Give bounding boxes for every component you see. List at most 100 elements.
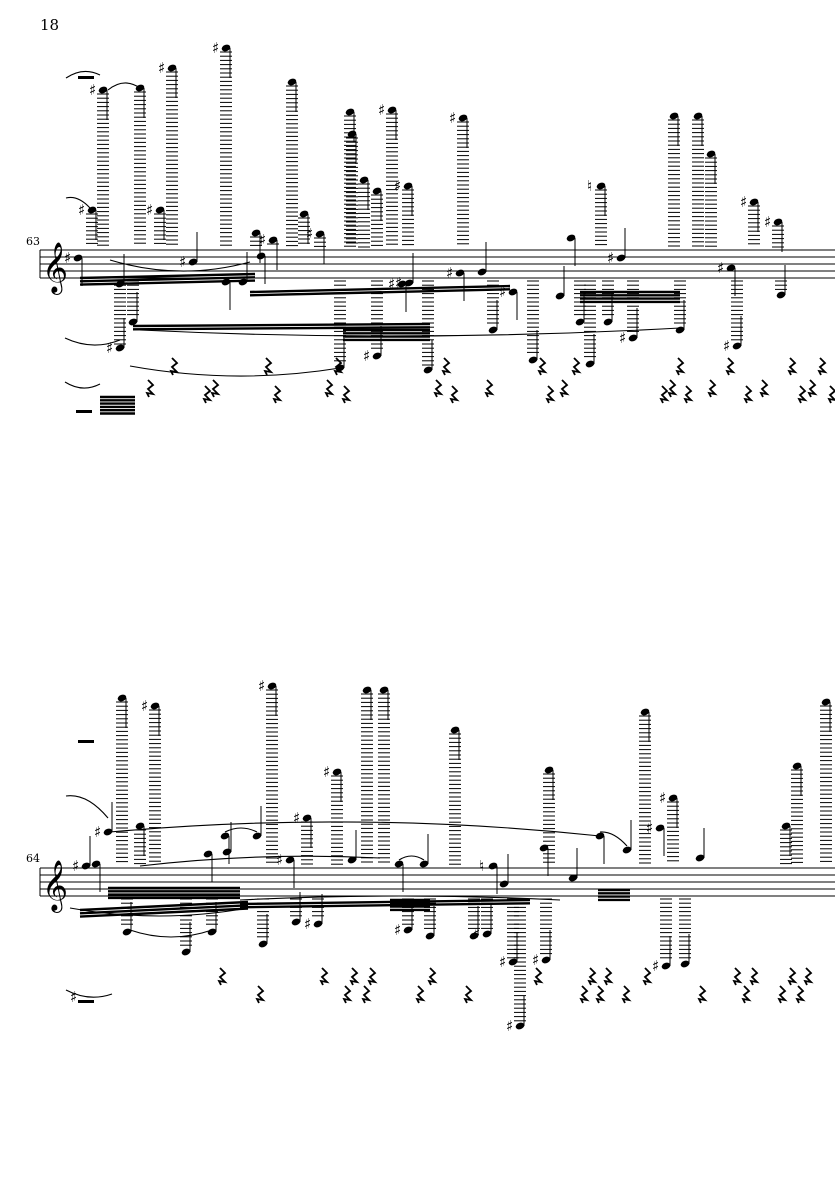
system-1-beam [249, 288, 511, 297]
system-2-beam [239, 902, 531, 909]
system-2-low-note-4-notehead [291, 918, 301, 926]
system-1-high-note-22-accidental: ♯ [259, 231, 266, 249]
system-1-slur [129, 365, 341, 377]
system-2-note-9-accidental: ♮ [479, 857, 484, 875]
system-1-high-note-21-accidental: ♯ [306, 225, 313, 243]
system-2-slur [139, 855, 381, 867]
system-2-note-14-notehead [622, 846, 632, 854]
system-2-slur [65, 989, 113, 998]
system-2-high-note-9-accidental: ♯ [659, 789, 666, 807]
system-1-rest [263, 357, 274, 376]
system-2-low-note-10-notehead [508, 958, 518, 966]
system-1-note-0-notehead [73, 254, 83, 262]
page-number: 18 [40, 16, 60, 34]
system-1-high-note-0-accidental: ♯ [89, 81, 96, 99]
system-1-rest [571, 357, 582, 376]
system-1-high-note-2-notehead [167, 64, 177, 72]
treble-clef: 𝄞 [42, 242, 68, 295]
system-1-rest [441, 357, 452, 376]
system-1-high-note-2-accidental: ♯ [158, 59, 165, 77]
system-2-rest [217, 967, 228, 986]
system-2-accidental: ♯ [70, 988, 77, 1006]
system-2-low-note-13-notehead [661, 962, 671, 970]
system-1-high-note-9-notehead [403, 182, 413, 190]
system-2-low-note-5-notehead [313, 920, 323, 928]
system-2-low-note-14-notehead [680, 960, 690, 968]
system-2-note-11-notehead [539, 844, 549, 852]
system-2-beam [239, 898, 531, 906]
system-2-rest [587, 967, 598, 986]
system-1-low-note-3-accidental: ♯ [363, 347, 370, 365]
system-2-rest [732, 967, 743, 986]
system-2-rest [533, 967, 544, 986]
system-1-low-note-11-notehead [732, 342, 742, 350]
system-1-high-note-11-notehead [596, 182, 606, 190]
system-1-rest [449, 385, 460, 404]
measure-number-64: 64 [26, 852, 40, 865]
system-1-rest [807, 379, 818, 398]
system-2-rest [749, 967, 760, 986]
system-2-note-2-notehead [103, 828, 113, 836]
system-1-rest [545, 385, 556, 404]
system-2-high-note-5-notehead [379, 686, 389, 694]
system-2-note-0-accidental: ♯ [72, 857, 79, 875]
system-2-rest [741, 985, 752, 1004]
system-1-note-1-accidental: ♯ [179, 253, 186, 271]
system-2-note-7-notehead [394, 860, 404, 868]
system-1-rest [683, 385, 694, 404]
system-1-high-note-10-accidental: ♯ [449, 109, 456, 127]
system-2-rest [697, 985, 708, 1004]
system-1-high-note-0-notehead [98, 86, 108, 94]
system-1-high-note-6-notehead [359, 176, 369, 184]
system-2-beam [79, 907, 249, 918]
system-2-low-note-0-notehead [122, 928, 132, 936]
system-1-low-note-9-accidental: ♯ [619, 329, 626, 347]
system-1-high-note-15-notehead [749, 198, 759, 206]
system-2-note-12-notehead [568, 874, 578, 882]
system-1-high-note-21-notehead [315, 230, 325, 238]
system-1-beam [79, 279, 256, 286]
system-2-low-note-12-accidental: ♯ [532, 951, 539, 969]
system-2-note-5-notehead [285, 856, 295, 864]
system-2-note-1-notehead [91, 860, 101, 868]
system-1-beam [249, 284, 511, 294]
system-2-slur [109, 821, 601, 837]
measure-number-63: 63 [26, 235, 40, 248]
system-1-rest [659, 385, 670, 404]
system-2-high-note-3-notehead [332, 768, 342, 776]
system-2-high-note-12-accidental: ♯ [293, 809, 300, 827]
system-2-rest [803, 967, 814, 986]
system-2-note-9-notehead [488, 862, 498, 870]
system-2-rest [255, 985, 266, 1004]
system-1-low-note-9-notehead [628, 334, 638, 342]
system-2-high-note-13-notehead [781, 822, 791, 830]
system-1-note-9-notehead [555, 292, 565, 300]
system-1-note-6-accidental: ♯ [446, 264, 453, 282]
system-1-high-note-8-accidental: ♯ [378, 101, 385, 119]
system-1-tie [107, 82, 141, 91]
system-1-beam [132, 326, 431, 331]
system-2-note-0-notehead [81, 862, 91, 870]
system-1-rest [827, 385, 835, 404]
system-2-rest [621, 985, 632, 1004]
system-1-rest [725, 357, 736, 376]
system-1-rest [210, 379, 221, 398]
system-2-beam [79, 904, 249, 915]
system-1-rest [817, 357, 828, 376]
system-1-note-11-accidental: ♯ [607, 249, 614, 267]
system-1-low-note-3-notehead [372, 352, 382, 360]
system-2-note-5-accidental: ♯ [276, 851, 283, 869]
system-1-note-10-notehead [566, 234, 576, 242]
system-2-rest [603, 967, 614, 986]
system-2-slur [69, 907, 249, 917]
system-2-note-16-notehead [695, 854, 705, 862]
system-2-whole-rest [78, 740, 94, 743]
system-1-low-note-6-notehead [528, 356, 538, 364]
system-2-low-note-7-notehead [425, 932, 435, 940]
system-2-low-note-11-accidental: ♯ [506, 1017, 513, 1035]
system-2-note-15-notehead [655, 824, 665, 832]
system-2-high-note-2-notehead [267, 682, 277, 690]
system-1-high-note-16-accidental: ♯ [764, 213, 771, 231]
system-2-low-note-9-notehead [482, 930, 492, 938]
